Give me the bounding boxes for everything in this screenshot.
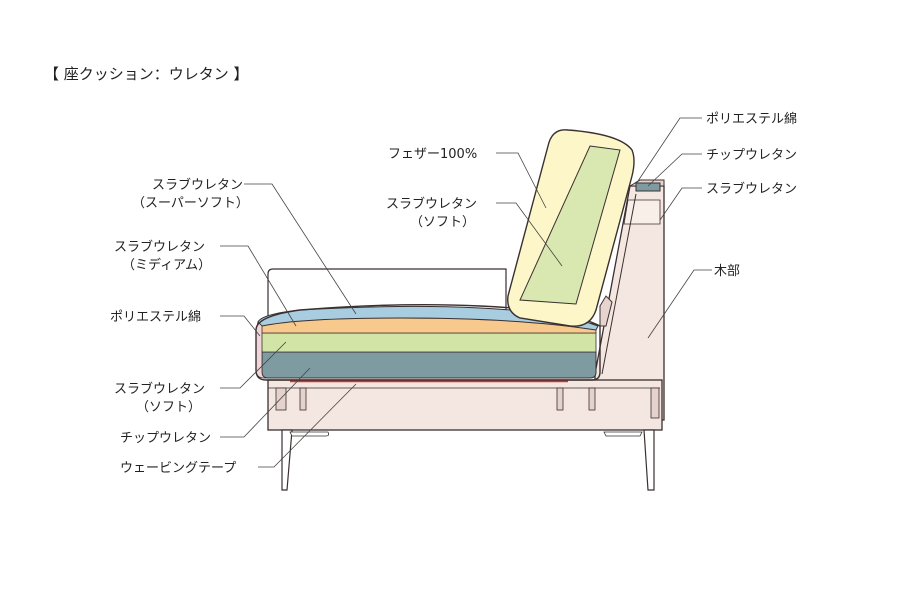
wood-block — [650, 387, 660, 419]
label-back-slab-soft-1: スラブウレタン — [386, 196, 477, 212]
leader-feather — [496, 152, 547, 209]
back-chip-urethane-block — [635, 182, 661, 192]
leader-slab-soft — [220, 341, 287, 389]
label-chip-left: チップウレタン — [120, 431, 211, 446]
label-back-slab-soft-2: （ソフト） — [410, 215, 475, 230]
leg-foot-back — [603, 431, 643, 437]
diagram-title: 【 座クッション：ウレタン 】 — [44, 65, 249, 83]
leader-slab-medium — [220, 245, 297, 327]
base-wood-frame — [267, 379, 663, 431]
leader-slab-super-soft — [244, 183, 357, 315]
label-polyester-right: ポリエステル綿 — [706, 112, 797, 127]
back-leg — [643, 429, 655, 491]
leader-slab-right — [659, 187, 702, 221]
leader-polyester-left — [220, 315, 261, 337]
wood-block — [299, 387, 307, 411]
label-slab-super-soft-2: （スーパーソフト） — [132, 196, 249, 211]
wood-block — [588, 387, 596, 411]
back-cushion — [507, 129, 635, 327]
seat-chip-urethane — [261, 351, 597, 379]
back-frame-bracket — [599, 295, 613, 327]
front-leg — [281, 429, 293, 491]
label-slab-medium-1: スラブウレタン — [114, 239, 205, 255]
leader-chip-left — [220, 367, 311, 438]
back-slab-urethane — [623, 199, 661, 225]
label-feather: フェザー100% — [388, 147, 477, 162]
leader-chip-right — [647, 153, 702, 187]
label-slab-right: スラブウレタン — [706, 181, 797, 197]
wood-block — [556, 387, 564, 411]
label-polyester-left: ポリエステル綿 — [110, 310, 201, 325]
leg-foot-front — [289, 431, 330, 437]
leader-wood — [647, 269, 712, 339]
leader-webbing — [258, 383, 357, 468]
label-wood: 木部 — [714, 264, 740, 279]
label-slab-medium-2: （ミディアム） — [122, 257, 211, 273]
label-webbing: ウェービングテープ — [120, 461, 236, 476]
label-slab-super-soft-1: スラブウレタン — [152, 177, 243, 193]
back-cushion-inner — [519, 145, 621, 305]
leader-polyester-right — [635, 117, 702, 185]
seat-slab-soft — [259, 332, 597, 353]
label-slab-soft-1: スラブウレタン — [114, 381, 205, 397]
back-frame-inner-line — [601, 193, 637, 375]
wood-block — [275, 387, 287, 411]
armrest-outline — [267, 268, 507, 318]
label-slab-soft-2: （ソフト） — [136, 400, 201, 415]
label-chip-right: チップウレタン — [706, 148, 797, 163]
leader-back-slab-soft — [496, 202, 563, 267]
